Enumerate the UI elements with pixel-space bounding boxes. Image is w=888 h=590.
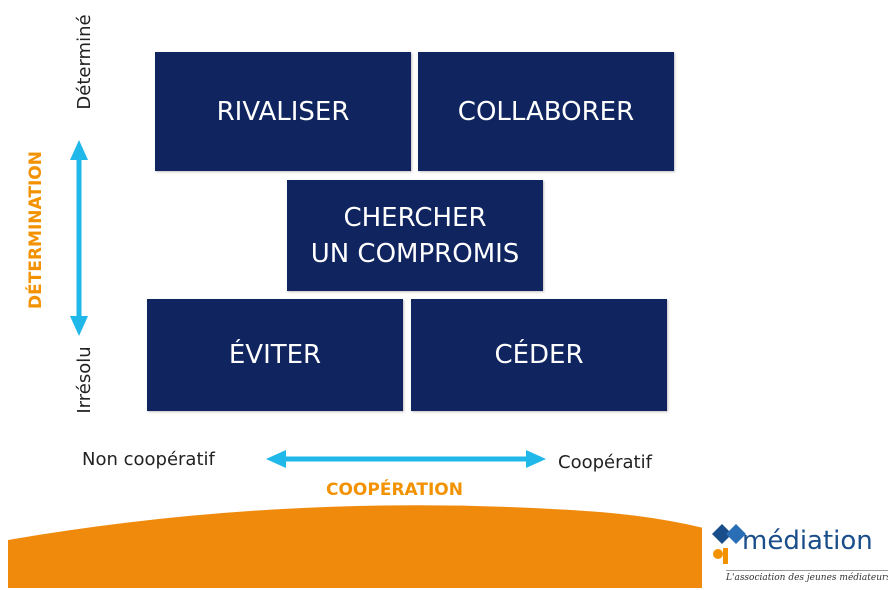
vertical-axis-title: DÉTERMINATION [26, 151, 46, 309]
box-compromis-line2: UN COMPROMIS [310, 238, 520, 269]
box-rivaliser-label: RIVALISER [216, 96, 350, 127]
horizontal-axis-left-label: Non coopératif [82, 449, 215, 470]
mediation-logo: médiation L'association des jeunes média… [702, 518, 888, 590]
horizontal-axis-title: COOPÉRATION [326, 480, 463, 500]
box-compromis-line1: CHERCHER [343, 202, 487, 233]
box-ceder-label: CÉDER [494, 340, 584, 370]
box-eviter: ÉVITER [147, 299, 403, 411]
footer-orange-curve [8, 505, 790, 588]
box-compromis: CHERCHER UN COMPROMIS [287, 180, 543, 291]
horizontal-double-arrow [266, 450, 546, 468]
vertical-axis-bottom-label: Irrésolu [74, 346, 95, 414]
logo-mark-icon [712, 524, 746, 564]
logo-tagline: L'association des jeunes médiateurs [726, 570, 888, 584]
horizontal-axis-right-label: Coopératif [558, 452, 652, 473]
vertical-axis-top-label: Déterminé [74, 14, 95, 110]
logo-name: médiation [742, 526, 873, 556]
box-ceder: CÉDER [411, 299, 667, 411]
box-rivaliser: RIVALISER [155, 52, 411, 171]
box-eviter-label: ÉVITER [228, 340, 322, 370]
box-collaborer: COLLABORER [418, 52, 674, 171]
vertical-double-arrow [70, 140, 88, 336]
box-collaborer-label: COLLABORER [457, 96, 635, 127]
